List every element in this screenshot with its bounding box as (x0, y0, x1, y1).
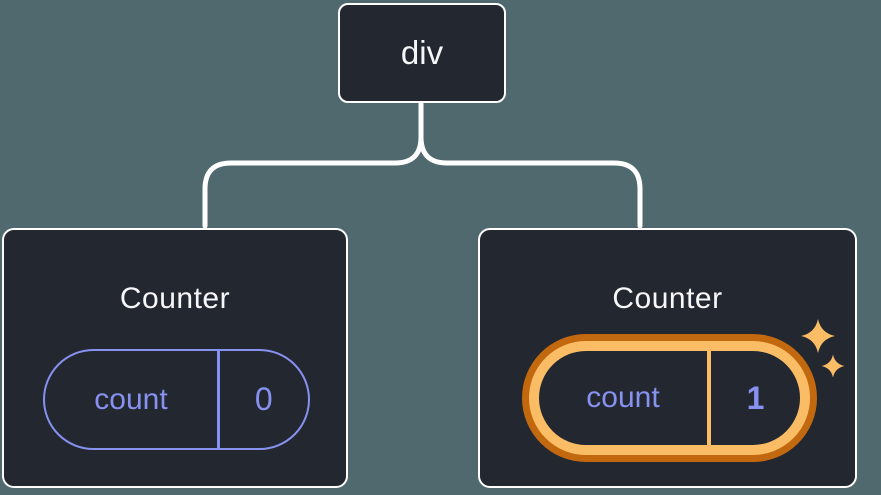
state-pill-count-0: count 0 (43, 349, 310, 450)
state-value: 0 (254, 381, 273, 417)
pill-divider (707, 351, 711, 445)
state-pill-count-1: count 1 (529, 341, 810, 455)
counter-card-right: Counter count 1 (478, 228, 857, 488)
state-key-label: count (586, 381, 660, 414)
state-key-label: count (94, 382, 168, 416)
counter-title: Counter (119, 282, 231, 315)
tree-node-div: div (338, 3, 506, 103)
connector-branch-right (418, 134, 643, 229)
counter-title: Counter (612, 282, 723, 315)
connector-branch-left (202, 134, 424, 229)
tree-node-div-label: div (400, 34, 444, 71)
counter-card-left: Counter count 0 (2, 228, 348, 488)
state-value: 1 (746, 379, 765, 416)
pill-divider (217, 351, 220, 448)
